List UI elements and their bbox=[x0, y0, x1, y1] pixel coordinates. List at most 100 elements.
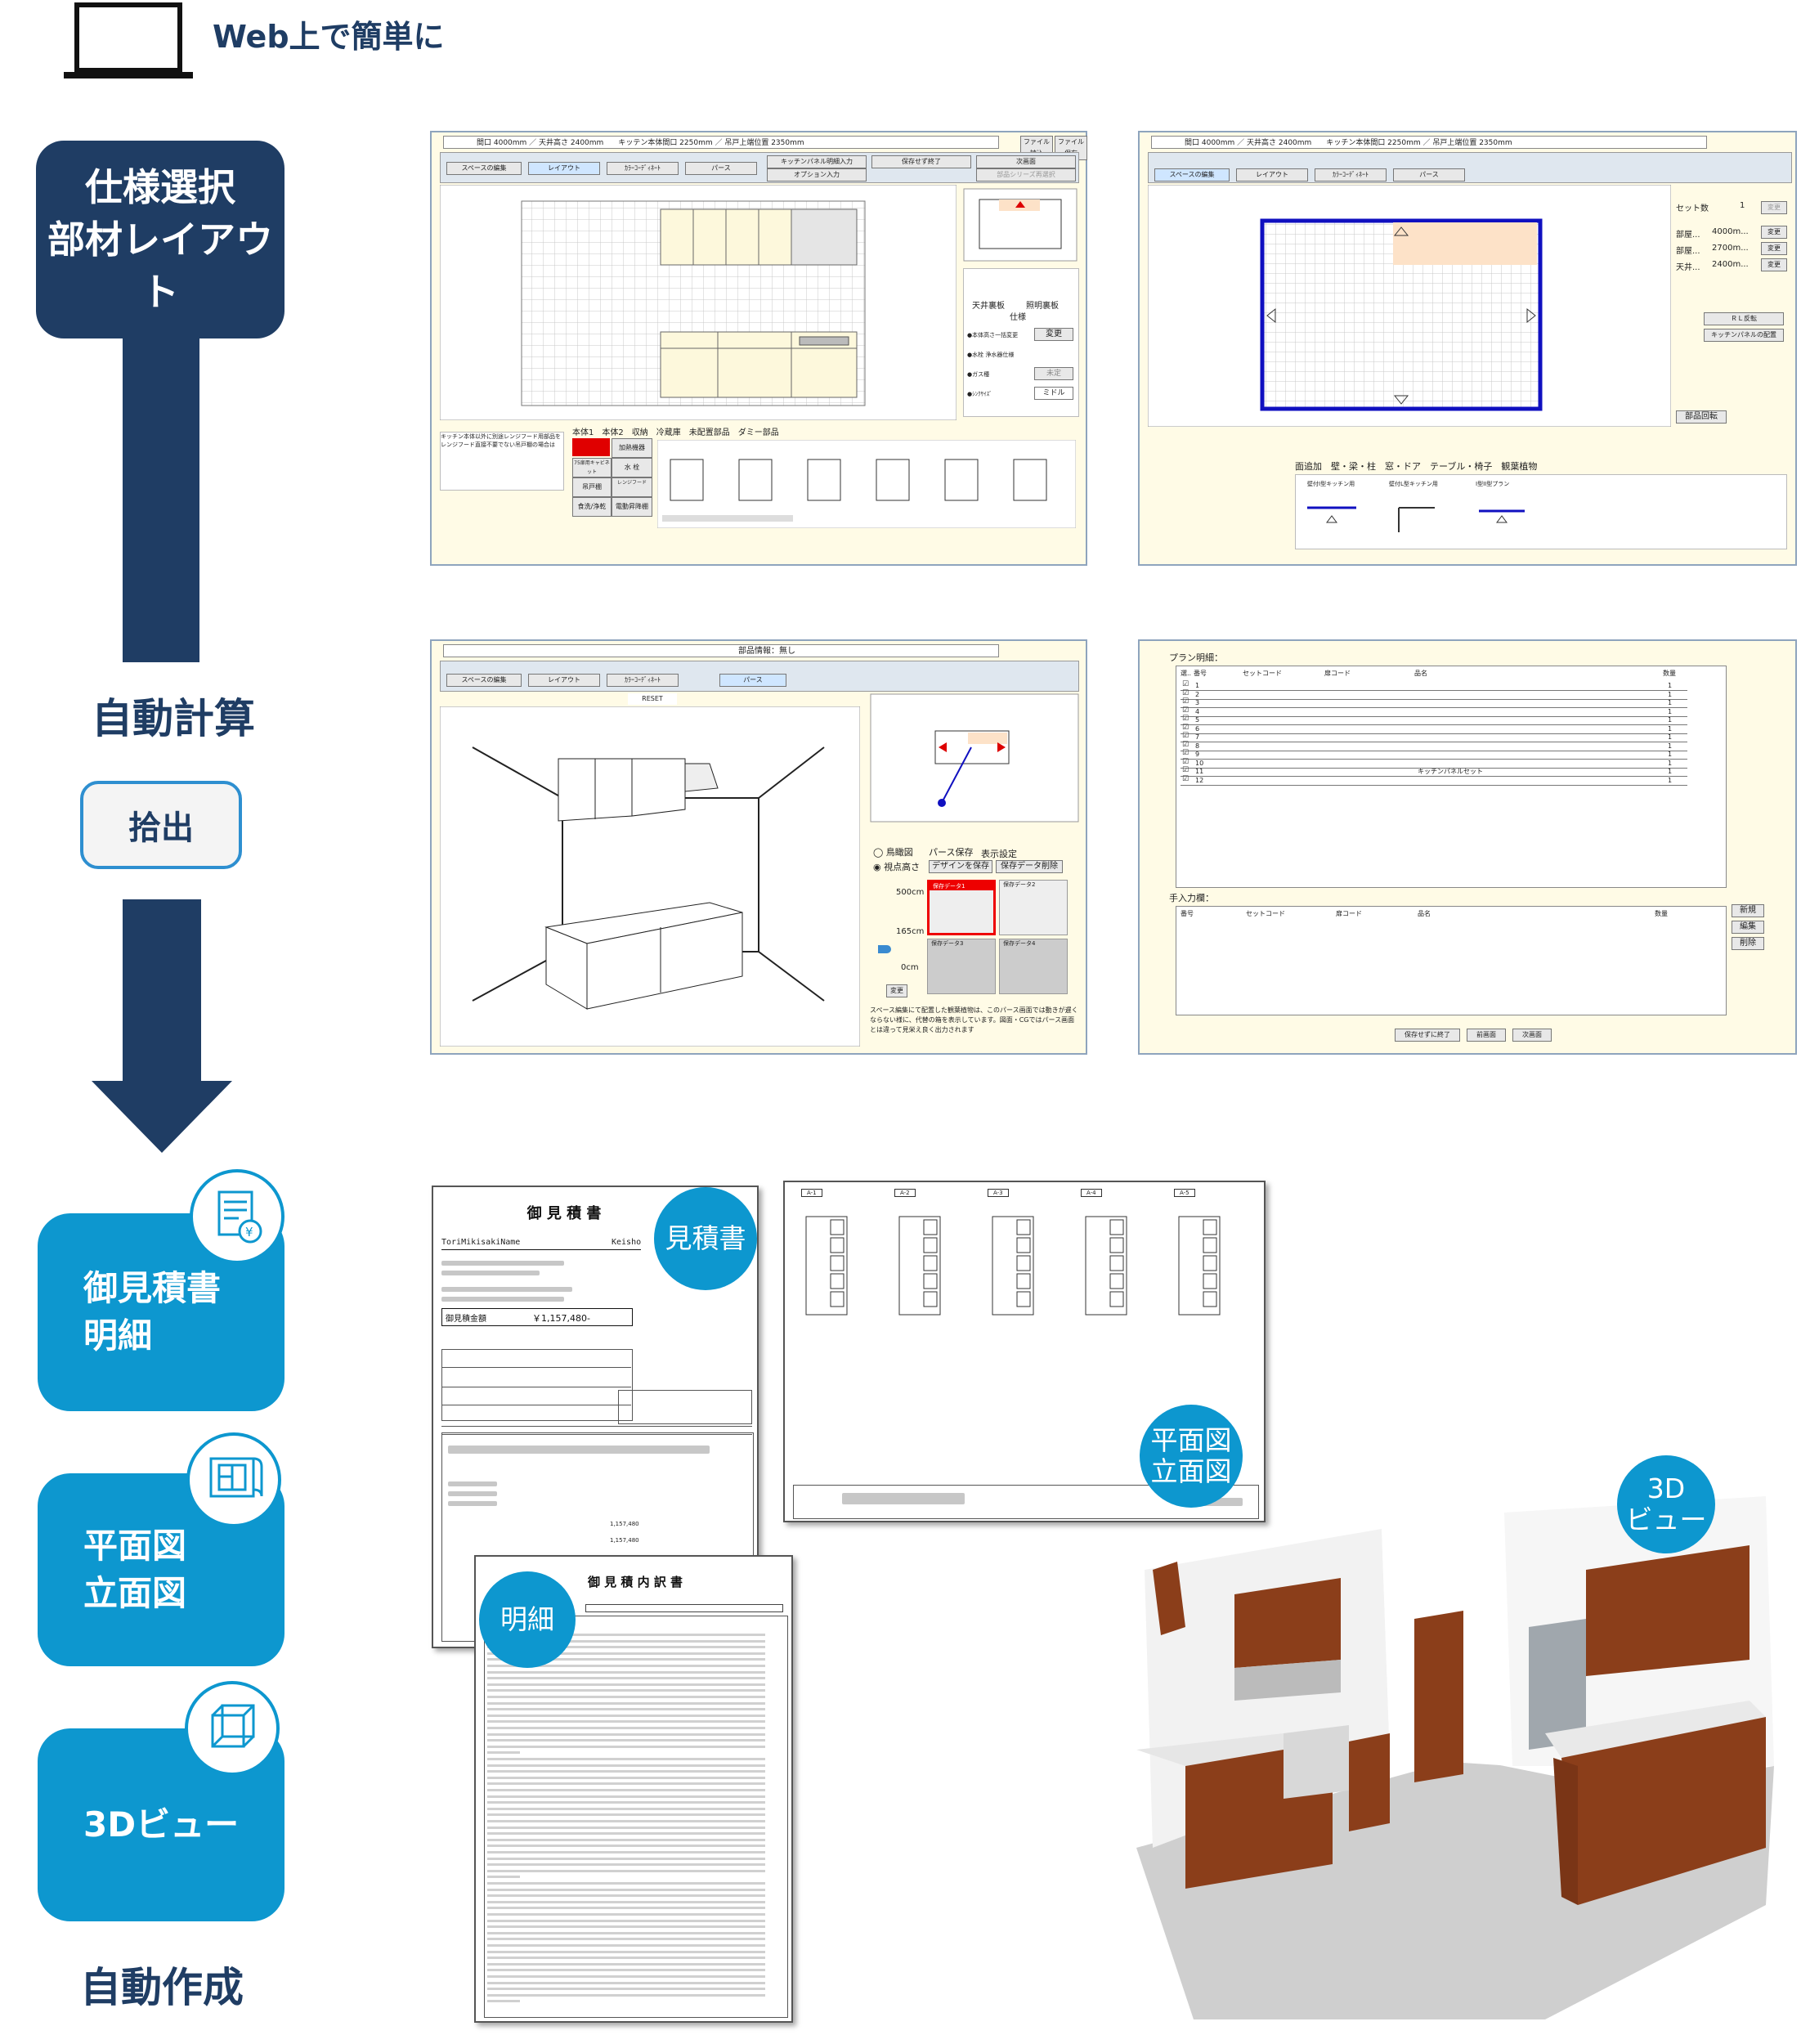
shot1-cat-selected[interactable] bbox=[572, 438, 610, 456]
checkbox-icon[interactable]: ☑ bbox=[1182, 774, 1189, 783]
shot1-cat-dishwasher[interactable]: 食洗/浄乾 bbox=[572, 497, 612, 517]
checkbox-icon[interactable]: ☑ bbox=[1182, 723, 1189, 732]
shot1-cabinet-palette[interactable] bbox=[657, 440, 1076, 528]
shot3-tab-layout[interactable]: レイアウト bbox=[528, 674, 600, 687]
shot2-tab-space[interactable]: スペースの編集 bbox=[1154, 168, 1230, 182]
shot1-panel-detail-button[interactable]: キッチンパネル明細入力 bbox=[767, 155, 867, 168]
shot2-item-ii[interactable]: I型II型プラン bbox=[1476, 481, 1510, 487]
shot1-tab-space[interactable]: スペースの編集 bbox=[446, 162, 522, 175]
shot4-prev-button[interactable]: 前画面 bbox=[1467, 1029, 1506, 1042]
shot1-cat-hood[interactable]: レンジフード bbox=[612, 477, 652, 497]
manual-col-header: セットコード bbox=[1246, 910, 1285, 917]
shot1-next-button[interactable]: 次画面 bbox=[976, 155, 1076, 168]
shot1-tab-color[interactable]: ｶﾗｰｺｰﾃﾞｨﾈｰﾄ bbox=[607, 162, 679, 175]
shot4-exit-button[interactable]: 保存せずに終了 bbox=[1395, 1029, 1460, 1042]
manual-col-header: 数量 bbox=[1655, 910, 1668, 917]
shot1-gas-select[interactable]: 未定 bbox=[1034, 367, 1073, 380]
shot1-cat-lift[interactable]: 電動昇降棚 bbox=[612, 497, 652, 517]
shot1-change-button[interactable]: 変更 bbox=[1034, 328, 1073, 341]
checkbox-icon[interactable]: ☑ bbox=[1182, 680, 1189, 688]
elevation-cabinet bbox=[1203, 1273, 1217, 1289]
shot2-item-l[interactable]: 壁付L型キッチン用 bbox=[1389, 481, 1438, 487]
shot3-tab-space[interactable]: スペースの編集 bbox=[446, 674, 522, 687]
shot3-save-slot-1[interactable]: 保存データ1 bbox=[927, 880, 996, 935]
shot3-save-slot-3[interactable]: 保存データ3 bbox=[927, 939, 996, 994]
shot4-manual-title: 手入力欄： bbox=[1169, 893, 1214, 903]
estimate-title: 御 見 積 書 bbox=[526, 1205, 602, 1222]
shot2-ceiling-change[interactable]: 変更 bbox=[1761, 258, 1787, 271]
shot2-bottom-tabs[interactable]: 面追加 壁・梁・柱 窓・ドア テーブル・椅子 観葉植物 bbox=[1295, 461, 1538, 472]
shot3-display-settings[interactable]: 表示設定 bbox=[981, 849, 1017, 859]
shot2-tab-layout[interactable]: レイアウト bbox=[1236, 168, 1308, 182]
shot3-tab-perspective[interactable]: パース bbox=[719, 674, 786, 687]
checkbox-icon[interactable]: ☑ bbox=[1182, 757, 1189, 766]
shot3-perspective-canvas[interactable] bbox=[440, 706, 860, 1047]
shot1-top-info: 間口 4000mm ／ 天井高さ 2400mm キッテン本体間口 2250mm … bbox=[443, 136, 999, 149]
plan-row-qty: 1 bbox=[1668, 768, 1673, 775]
shot4-manual-table bbox=[1176, 906, 1727, 1015]
shot3-change-button[interactable]: 変更 bbox=[886, 984, 907, 997]
checkbox-icon[interactable]: ☑ bbox=[1182, 706, 1189, 715]
shot4-new-button[interactable]: 新規 bbox=[1732, 904, 1764, 917]
shot4-delete-button[interactable]: 削除 bbox=[1732, 937, 1764, 950]
shot4-next-button[interactable]: 次画面 bbox=[1512, 1029, 1552, 1042]
shot1-tab-perspective[interactable]: パース bbox=[685, 162, 757, 175]
shot1-cat-heater[interactable]: 加熱機器 bbox=[612, 438, 652, 458]
shot2-bottom-palette[interactable]: 壁付I型キッチン用 壁付L型キッチン用 I型II型プラン bbox=[1295, 474, 1787, 549]
checkbox-icon[interactable]: ☑ bbox=[1182, 697, 1189, 706]
shot2-room-d-change[interactable]: 変更 bbox=[1761, 242, 1787, 255]
detail-blur-row bbox=[487, 1826, 765, 1829]
shot3-save-slot-2[interactable]: 保存データ2 bbox=[999, 880, 1068, 935]
shot1-cat-faucet[interactable]: 水 栓 bbox=[612, 458, 652, 477]
shot3-tab-color[interactable]: ｶﾗｰｺｰﾃﾞｨﾈｰﾄ bbox=[607, 674, 679, 687]
shot4-manual-header: 番号セットコード扉コード品名数量 bbox=[1181, 909, 1720, 921]
shot2-tab-color[interactable]: ｶﾗｰｺｰﾃﾞｨﾈｰﾄ bbox=[1315, 168, 1387, 182]
shot1-elevation-canvas[interactable] bbox=[440, 185, 957, 420]
shot2-set-change-button[interactable]: 変更 bbox=[1761, 201, 1787, 214]
shot3-delete-data-button[interactable]: 保存データ削除 bbox=[996, 860, 1063, 873]
checkbox-icon[interactable]: ☑ bbox=[1182, 688, 1189, 697]
checkbox-icon[interactable]: ☑ bbox=[1182, 740, 1189, 749]
shot4-edit-button[interactable]: 編集 bbox=[1732, 921, 1764, 934]
shot1-tab-layout[interactable]: レイアウト bbox=[528, 162, 600, 175]
shot3-save-slot-4[interactable]: 保存データ4 bbox=[999, 939, 1068, 994]
checkbox-icon[interactable]: ☑ bbox=[1182, 715, 1189, 723]
shot2-rl-flip-button[interactable]: ＲＬ反転 bbox=[1704, 312, 1784, 325]
output-drawing-line1: 平面図 bbox=[83, 1526, 187, 1566]
shot2-plan-canvas[interactable] bbox=[1148, 185, 1671, 427]
shot1-exit-button[interactable]: 保存せず終了 bbox=[871, 155, 971, 168]
shot2-tab-perspective[interactable]: パース bbox=[1393, 168, 1465, 182]
shot3-save-design-button[interactable]: デザインを保存 bbox=[929, 860, 992, 873]
checkbox-icon[interactable]: ☑ bbox=[1182, 749, 1189, 757]
shot1-cat-cabinet[interactable]: 75扉用キャビネット bbox=[572, 458, 612, 477]
shot3-height-slider[interactable] bbox=[878, 945, 891, 953]
shot2-rotate-button[interactable]: 部品回転 bbox=[1676, 410, 1727, 424]
shot1-option-button[interactable]: オプション入力 bbox=[767, 168, 867, 182]
shot1-sink-select[interactable]: ミドル bbox=[1034, 387, 1073, 400]
detail-blur-row bbox=[487, 1820, 765, 1822]
shot2-panel-place-button[interactable]: キッチンパネルの配置 bbox=[1704, 329, 1784, 342]
shot2-item-i[interactable]: 壁付I型キッチン用 bbox=[1307, 481, 1355, 487]
detail-blur-row bbox=[487, 1670, 765, 1674]
shot2-room-w-change[interactable]: 変更 bbox=[1761, 226, 1787, 239]
shot1-cat-wall[interactable]: 吊戸棚 bbox=[572, 477, 612, 497]
shot3-bird-view[interactable]: ◯ 鳥瞰図 bbox=[873, 847, 913, 858]
shot3-eye-height[interactable]: ◉ 視点高さ bbox=[873, 862, 921, 872]
shot1-series-button[interactable]: 部品シリーズ再選択 bbox=[976, 168, 1076, 182]
checkbox-icon[interactable]: ☑ bbox=[1182, 732, 1189, 740]
checkbox-icon[interactable]: ☑ bbox=[1182, 766, 1189, 774]
shot1-parts-tabs[interactable]: 本体1 本体2 収納 冷蔵庫 未配置部品 ダミー部品 bbox=[572, 428, 779, 437]
shot3-reset-button[interactable]: RESET bbox=[628, 693, 677, 705]
